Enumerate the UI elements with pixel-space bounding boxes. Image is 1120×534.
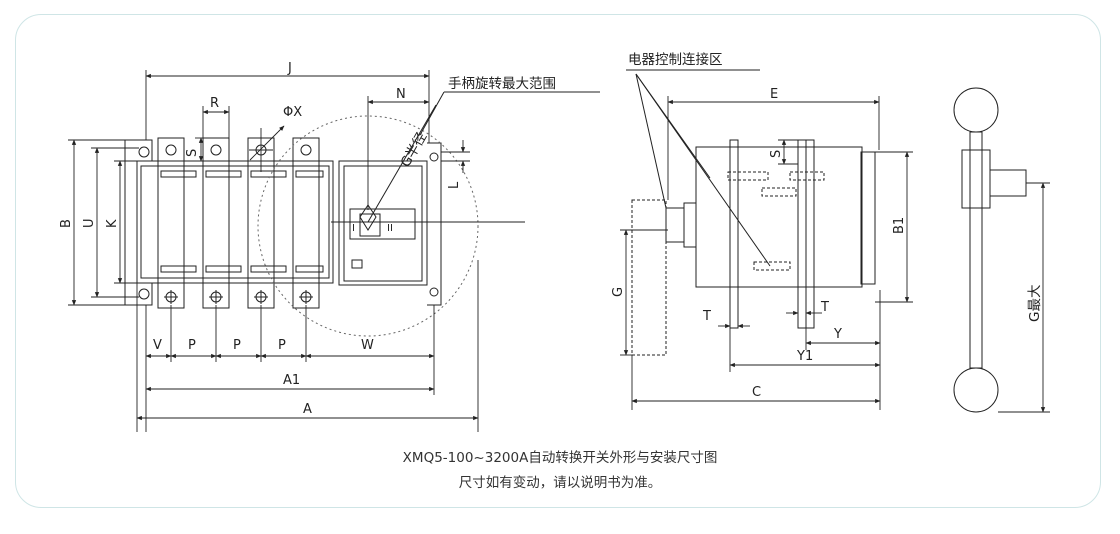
side-body — [695, 146, 863, 288]
handle-window — [349, 208, 416, 240]
top-terminals — [157, 137, 320, 162]
mounting-plate — [729, 139, 739, 329]
handle-rotation-circle — [257, 115, 479, 337]
dim-C: C — [752, 385, 761, 400]
dim-J: J — [287, 61, 292, 76]
dim-E: E — [770, 87, 778, 102]
bottom-terminals — [157, 282, 320, 309]
front-view — [124, 137, 442, 309]
dim-phi-x: ΦX — [283, 105, 302, 120]
position-I-label: I — [352, 223, 355, 234]
dim-P-2: P — [233, 338, 241, 353]
dim-A1: A1 — [283, 373, 300, 388]
dim-T-right: T — [820, 300, 829, 315]
dim-L: L — [447, 181, 462, 189]
dim-R: R — [210, 96, 219, 111]
dim-A: A — [303, 402, 312, 417]
dim-B1: B1 — [892, 217, 907, 234]
dim-G-max: G最大 — [1027, 285, 1043, 322]
dim-Y: Y — [833, 327, 842, 342]
caption-line-2: 尺寸如有变动，请以说明书为准。 — [459, 475, 662, 491]
side-view — [626, 69, 876, 356]
dim-K: K — [105, 219, 120, 228]
dim-U: U — [82, 218, 97, 228]
dim-T-left: T — [702, 309, 711, 324]
handle-knob-bottom — [953, 367, 999, 413]
control-zone-label: 电器控制连接区 — [628, 51, 723, 68]
dim-S-front: S — [185, 149, 200, 157]
dim-B: B — [59, 219, 74, 228]
switch-body-front — [136, 160, 334, 284]
g-radius-label: G半径 — [398, 130, 431, 170]
dim-V: V — [153, 338, 162, 353]
operator-housing — [338, 160, 428, 286]
dim-W: W — [361, 338, 374, 353]
dim-P-1: P — [188, 338, 196, 353]
figure-card — [15, 14, 1101, 508]
handle-view — [953, 87, 1027, 413]
dim-P-3: P — [278, 338, 286, 353]
caption-line-1: XMQ5-100~3200A自动转换开关外形与安装尺寸图 — [403, 450, 718, 466]
dim-N: N — [396, 87, 406, 102]
dim-G-side: G — [611, 287, 626, 297]
dim-S-side: S — [769, 150, 784, 158]
dim-Y1: Y1 — [796, 349, 813, 364]
handle-range-label: 手柄旋转最大范围 — [448, 76, 556, 92]
handle-knob-top — [953, 87, 999, 133]
position-II-label: II — [387, 223, 393, 234]
